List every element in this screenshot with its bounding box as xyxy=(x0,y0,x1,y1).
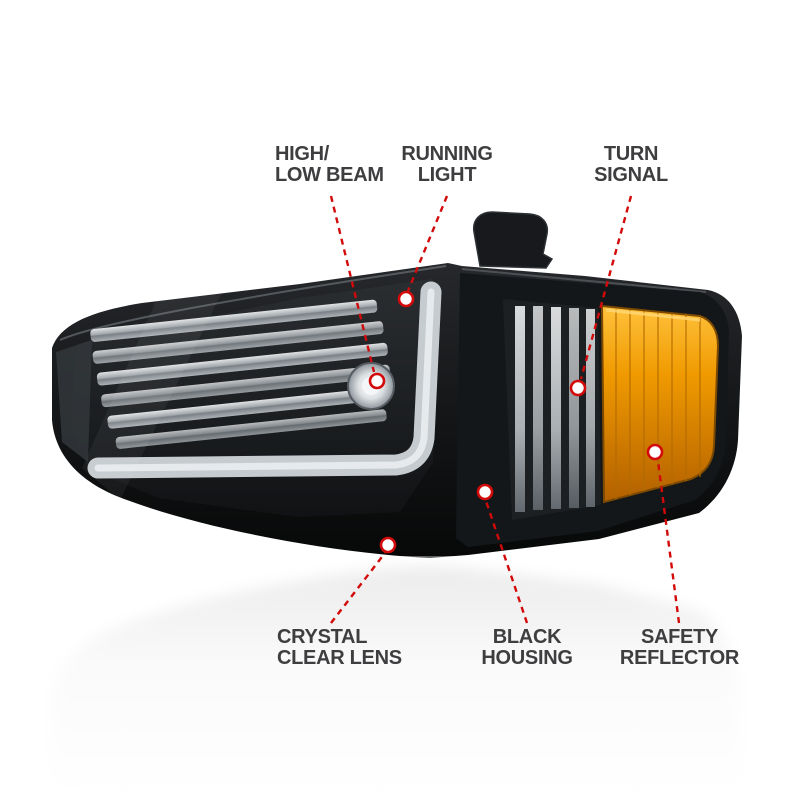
callout-marker-crystal-clear-lens xyxy=(379,536,397,554)
callout-marker-safety-reflector xyxy=(646,443,664,461)
running-light-bar-glow xyxy=(94,288,435,472)
reflection-fade xyxy=(0,556,800,800)
callout-label-high-low-beam: HIGH/ LOW BEAM xyxy=(275,143,384,186)
callout-lines xyxy=(329,195,681,624)
callout-marker-running-light xyxy=(397,290,415,308)
callout-label-running-light: RUNNING LIGHT xyxy=(401,143,493,186)
callout-line-turn-signal xyxy=(579,195,633,380)
callout-label-turn-signal: TURN SIGNAL xyxy=(594,143,668,186)
callout-line-crystal-clear-lens xyxy=(330,552,386,624)
lens-reflection-streak xyxy=(82,286,225,500)
mounting-tab xyxy=(472,211,554,269)
chrome-reflector xyxy=(90,299,391,449)
callout-label-crystal-clear-lens: CRYSTAL CLEAR LENS xyxy=(277,626,402,669)
callout-line-safety-reflector xyxy=(656,460,681,624)
turn-signal-lens xyxy=(503,299,601,520)
callout-marker-high-low-beam xyxy=(368,372,386,390)
callout-label-safety-reflector: SAFETY REFLECTOR xyxy=(619,626,740,669)
side-marker-shade xyxy=(56,340,92,462)
corner-top-bevel xyxy=(461,268,707,293)
callout-marker-black-housing xyxy=(476,483,494,501)
callout-line-high-low-beam xyxy=(329,195,376,373)
amber-reflector xyxy=(600,304,720,504)
callout-label-black-housing: BLACK HOUSING xyxy=(481,626,573,669)
callout-markers xyxy=(368,290,664,554)
callout-marker-turn-signal xyxy=(569,379,587,397)
housing-top-bevel xyxy=(59,265,447,341)
